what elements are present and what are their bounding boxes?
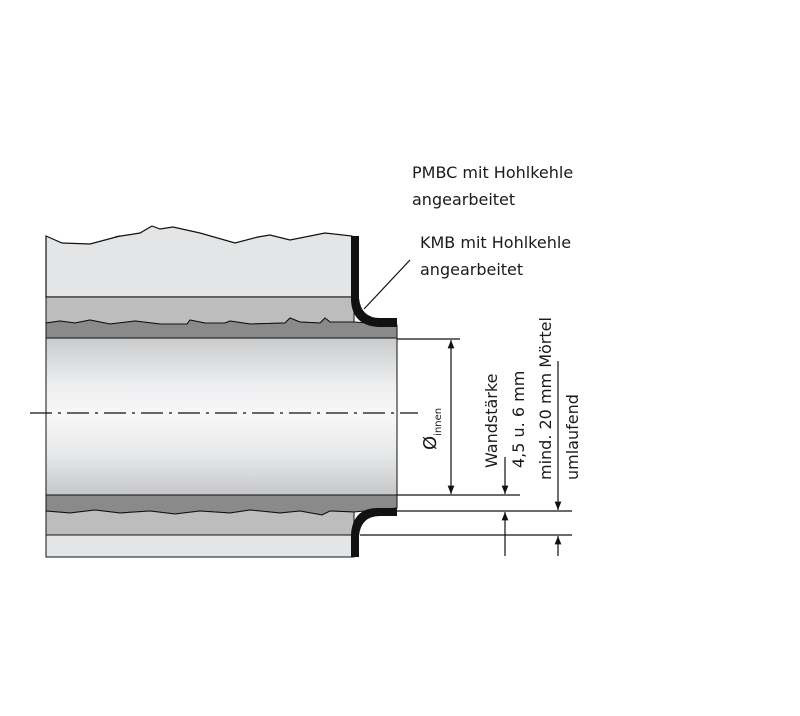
- kmb-label-line2: angearbeitet: [420, 260, 523, 279]
- diameter-subscript: innen: [433, 408, 444, 436]
- wall-upper: [45, 225, 353, 298]
- mortar-lower: [45, 509, 355, 536]
- leader-line: [363, 259, 411, 310]
- pipe-wall-upper: [45, 317, 398, 339]
- seal-lower: [351, 508, 397, 557]
- wall-thickness-label-line1: Wandstärke: [482, 374, 501, 468]
- kmb-label-line1: KMB mit Hohlkehle: [420, 233, 571, 252]
- mortar-label-line2: umlaufend: [563, 394, 582, 480]
- mortar-label-line1: mind. 20 mm Mörtel: [536, 317, 555, 480]
- wall-thickness-label-line2: 4,5 u. 6 mm: [509, 371, 528, 468]
- pmbc-label-line2: angearbeitet: [412, 190, 515, 209]
- wall-lower: [45, 534, 355, 558]
- pipe-interior: [45, 337, 398, 496]
- diameter-label: Øinnen: [420, 408, 444, 450]
- pmbc-label-line1: PMBC mit Hohlkehle: [412, 163, 573, 182]
- diameter-symbol: Ø: [420, 436, 441, 450]
- seal-upper: [351, 236, 397, 327]
